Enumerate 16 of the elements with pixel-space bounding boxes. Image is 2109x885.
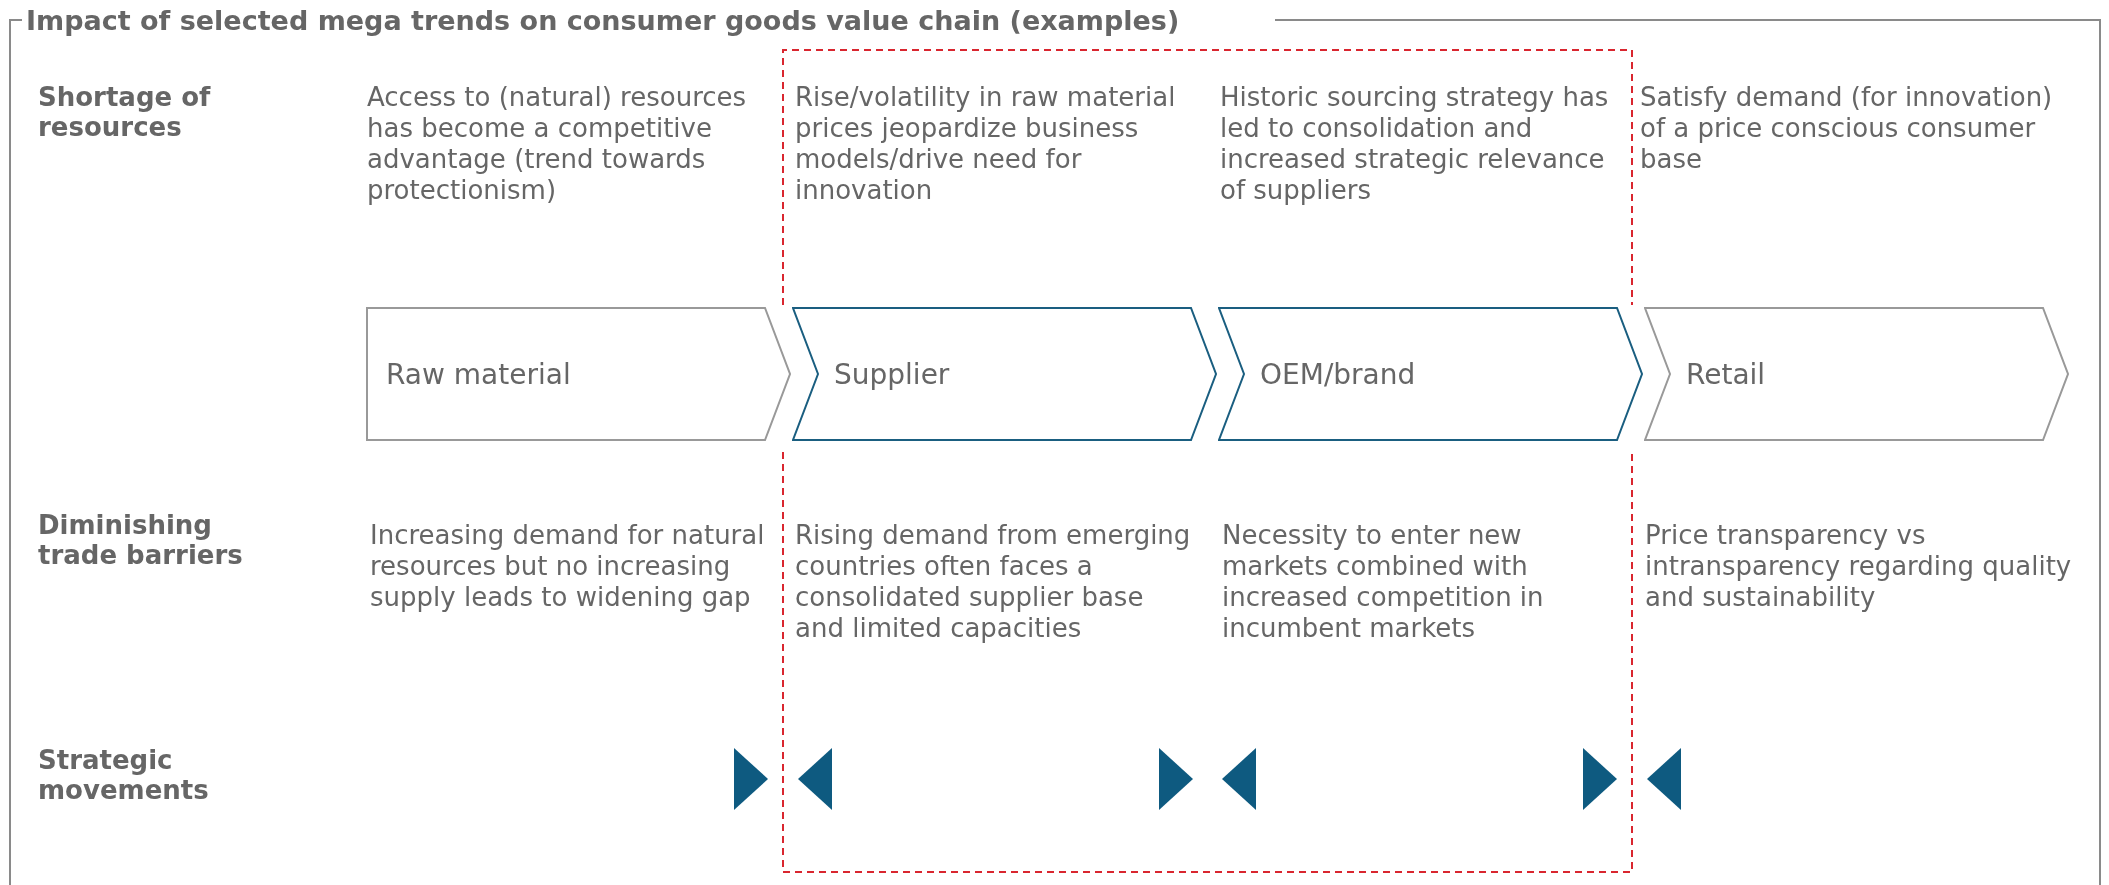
cell-text: Satisfy demand (for innovation) of a price conscious consumer base [1640,82,2054,175]
row-heading: Diminishing trade barriers [38,510,244,570]
cell-text: Rise/volatility in raw material prices jeopardize business models/drive need for innovation [795,82,1177,206]
chart-title: Impact of selected mega trends on consumer goods value chain (examples) [26,6,1180,36]
cell-text: Price transparency vs intransparency regarding quality and sustainability [1645,520,2073,613]
cell-text: Access to (natural) resources has become a competitive advantage (trend towards protectionism) [367,82,748,206]
row-heading: Strategic movements [38,745,210,805]
cell-text: Increasing demand for natural resources but no increasing supply leads to widening gap [370,520,766,613]
stage-label: Retail [1686,359,1766,391]
row-heading: Shortage of resources [38,82,212,142]
stage-label: Supplier [834,359,950,391]
cell-text: Rising demand from emerging countries often faces a consolidated supplier base and limited capacities [795,520,1192,644]
stage-label: OEM/brand [1260,359,1416,391]
cell-text: Historic sourcing strategy has led to consolidation and increased strategic relevance of suppliers [1220,82,1610,206]
cell-text: Necessity to enter new markets combined with increased competition in incumbent markets [1222,520,1545,644]
stage-label: Raw material [386,359,571,391]
